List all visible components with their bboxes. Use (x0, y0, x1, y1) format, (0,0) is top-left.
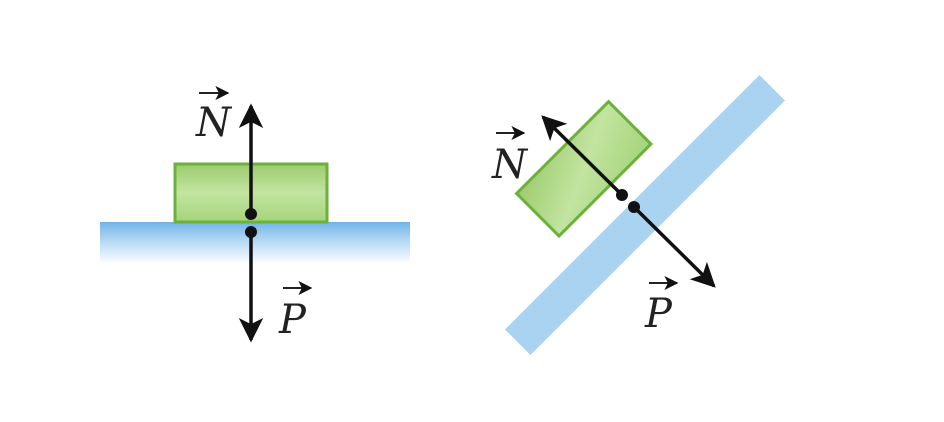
weight-origin-incline (628, 201, 640, 213)
normal-label-incline: N (491, 126, 529, 188)
normal-label-text: N (491, 142, 529, 188)
weight-origin-flat (245, 226, 257, 238)
inclined-surface (504, 74, 786, 356)
weight-label-incline: P (644, 276, 679, 337)
weight-label-text: P (278, 297, 307, 343)
weight-label-text: P (644, 291, 673, 337)
normal-label-text: N (195, 100, 233, 146)
weight-label-flat: P (278, 281, 313, 343)
normal-label-flat: N (195, 86, 233, 146)
weight-arrow-incline (632, 205, 716, 288)
normal-force-arrow-incline (541, 115, 624, 197)
normal-force-origin-flat (245, 208, 257, 220)
block-incline (514, 99, 654, 239)
flat-scene: N P (100, 86, 410, 343)
incline-scene: N P (491, 74, 786, 356)
normal-force-origin-incline (616, 189, 628, 201)
